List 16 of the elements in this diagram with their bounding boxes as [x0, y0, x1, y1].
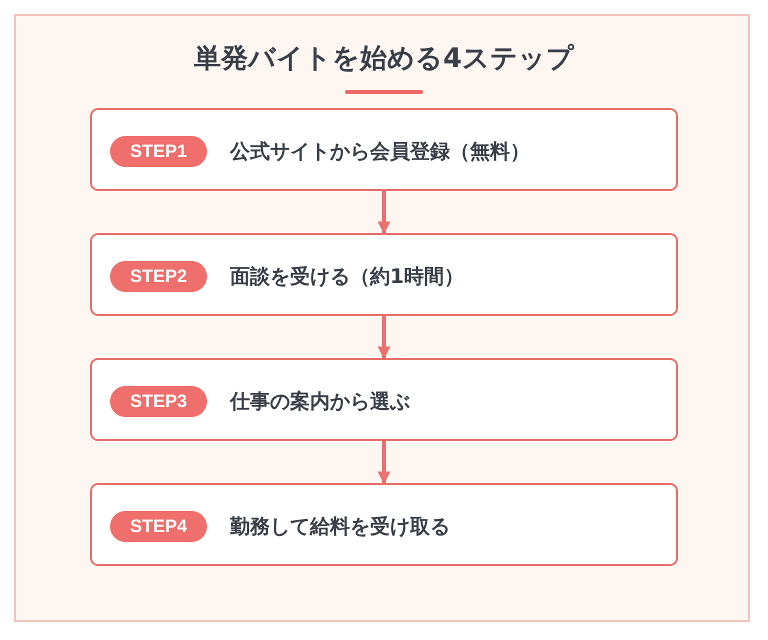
step-text: 仕事の案内から選ぶ	[230, 388, 410, 415]
step-text: 勤務して給料を受け取る	[230, 513, 450, 540]
arrow	[378, 441, 390, 484]
step-box	[90, 108, 678, 191]
step-text: 面談を受ける（約1時間）	[230, 263, 464, 290]
step-badge: STEP3	[110, 386, 207, 417]
arrow	[378, 316, 390, 360]
step-badge: STEP4	[110, 511, 207, 542]
step-box	[90, 358, 678, 441]
step-box	[90, 483, 678, 566]
arrow	[378, 191, 390, 234]
step-text: 公式サイトから会員登録（無料）	[230, 138, 530, 165]
step-badge: STEP2	[110, 261, 207, 292]
step-box	[90, 233, 678, 316]
step-badge: STEP1	[110, 136, 207, 167]
title: 単発バイトを始める4ステップ	[193, 42, 576, 76]
